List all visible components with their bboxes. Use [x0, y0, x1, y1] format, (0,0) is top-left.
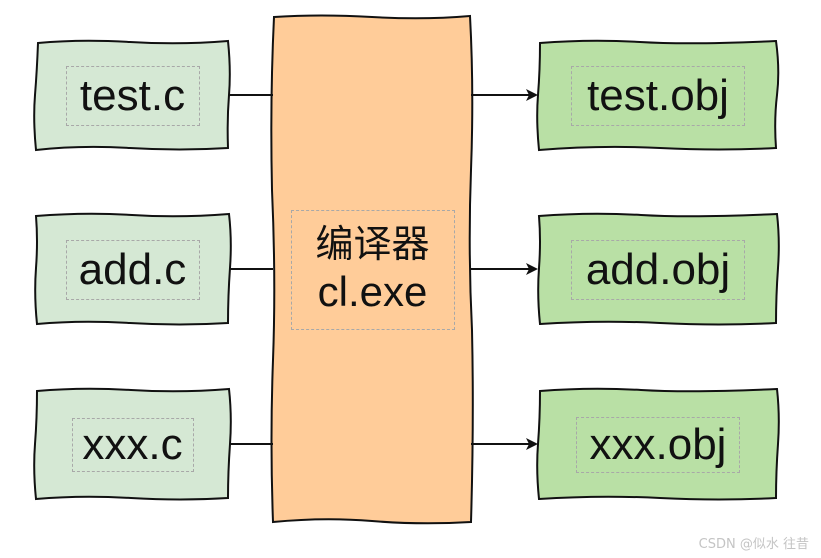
watermark-text: CSDN @似水 往昔 — [698, 537, 809, 552]
output-box-test — [536, 39, 780, 152]
input-box-test — [33, 39, 231, 152]
input-box-add — [34, 212, 232, 326]
output-box-add — [537, 212, 780, 326]
compiler-box — [270, 14, 474, 525]
input-box-xxx — [33, 387, 232, 501]
output-box-xxx — [536, 387, 780, 501]
